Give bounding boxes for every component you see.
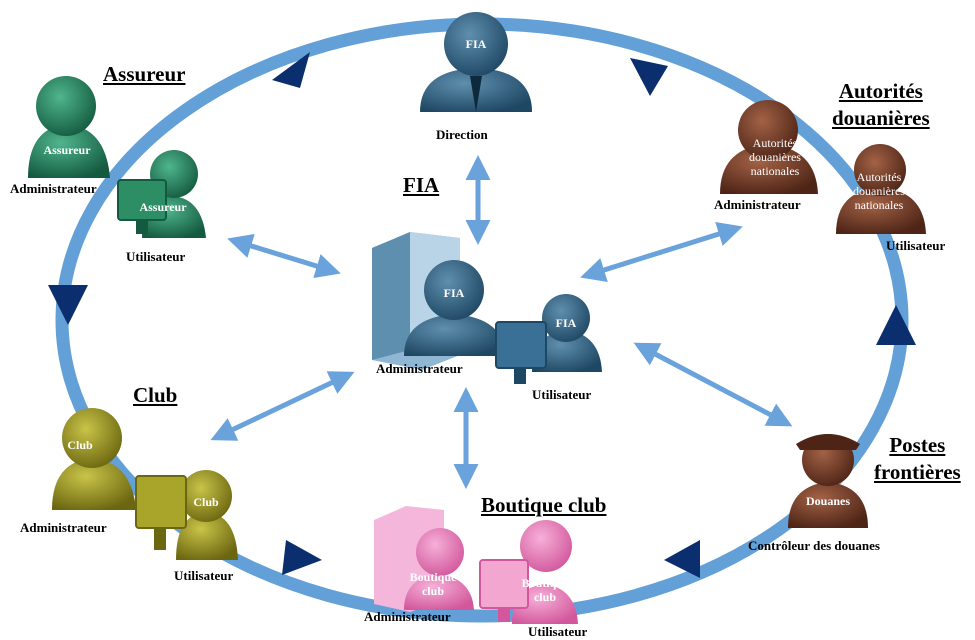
assureur-admin-person: [28, 76, 110, 178]
fia-user-badge: FIA: [555, 316, 577, 330]
club-admin-person: [52, 408, 136, 510]
douanes-officer-person: [788, 434, 868, 528]
club-title: Club: [133, 383, 178, 407]
fia-admin-label: Administrateur: [376, 361, 463, 376]
connector-postes: [633, 342, 793, 427]
fia-user-label: Utilisateur: [532, 387, 592, 402]
assureur-user-badge: Assureur: [139, 200, 187, 214]
connector-club: [210, 371, 355, 441]
douane-admin-person: [720, 100, 818, 194]
fia-direction-label: Direction: [436, 127, 488, 142]
ring-arrow-top-right: [630, 58, 668, 96]
douane-user-badge-l1: Autorités: [856, 170, 902, 184]
douanes-officer-badge: Douanes: [805, 494, 850, 508]
douane-user-badge-l2: douanières: [853, 184, 905, 198]
douane-admin-badge-l2: douanières: [749, 150, 801, 164]
club-admin-label: Administrateur: [20, 520, 107, 535]
ring-arrow-top-left: [272, 52, 310, 88]
postes-title-line2: frontières: [874, 460, 961, 484]
douane-title: Autorités douanières: [832, 78, 930, 132]
fia-user-person: [495, 294, 602, 384]
boutique-user-label: Utilisateur: [528, 624, 588, 639]
fia-direction-badge: FIA: [465, 37, 487, 51]
boutique-admin-badge-l1: Boutique: [409, 570, 457, 584]
fia-direction-person: [420, 12, 532, 112]
connector-assureur: [227, 233, 341, 279]
fia-admin-person: [404, 260, 506, 356]
assureur-user-person: [117, 150, 206, 238]
ring-arrowheads: [48, 52, 916, 578]
club-user-label: Utilisateur: [174, 568, 234, 583]
fia-admin-badge: FIA: [443, 286, 465, 300]
boutique-user-badge-l1: Boutique: [521, 576, 569, 590]
douane-admin-badge-l3: nationales: [750, 164, 800, 178]
club-user-badge: Club: [193, 495, 219, 509]
assureur-user-label: Utilisateur: [126, 249, 186, 264]
connector-douane: [580, 222, 743, 282]
douane-user-label: Utilisateur: [886, 238, 946, 253]
douanes-officer-label: Contrôleur des douanes: [748, 538, 880, 553]
postes-title-line1: Postes: [889, 433, 946, 457]
boutique-user-person: [479, 520, 578, 624]
douane-admin-badge-l1: Autorités: [752, 136, 798, 150]
assureur-title: Assureur: [103, 62, 186, 86]
boutique-admin-label: Administrateur: [364, 609, 451, 624]
douane-admin-label: Administrateur: [714, 197, 801, 212]
club-user-person: [135, 470, 238, 560]
postes-title: Postes frontières: [874, 432, 961, 486]
boutique-admin-badge-l2: club: [421, 584, 444, 598]
connectors: [210, 155, 793, 489]
ring-arrow-bottom-left: [282, 540, 322, 575]
douane-user-person: [836, 144, 926, 234]
fia-center-title: FIA: [403, 173, 440, 197]
ring-arrow-bottom-right: [664, 540, 700, 578]
boutique-admin-badge: Boutique club: [398, 570, 468, 598]
club-admin-badge: Club: [67, 438, 93, 452]
douane-user-badge: Autorités douanières nationales: [844, 170, 914, 212]
douane-admin-badge: Autorités douanières nationales: [740, 136, 810, 178]
assureur-admin-badge: Assureur: [43, 143, 91, 157]
boutique-admin-person: [374, 506, 474, 612]
douane-title-line1: Autorités: [838, 79, 923, 103]
assureur-admin-label: Administrateur: [10, 181, 97, 196]
boutique-title: Boutique club: [481, 493, 607, 517]
ring-arrow-right: [876, 305, 916, 345]
douane-user-badge-l3: nationales: [854, 198, 904, 212]
ring-arrow-left: [48, 285, 88, 325]
boutique-user-badge-l2: club: [533, 590, 556, 604]
boutique-user-badge: Boutique club: [510, 576, 580, 604]
douane-title-line2: douanières: [832, 106, 930, 130]
